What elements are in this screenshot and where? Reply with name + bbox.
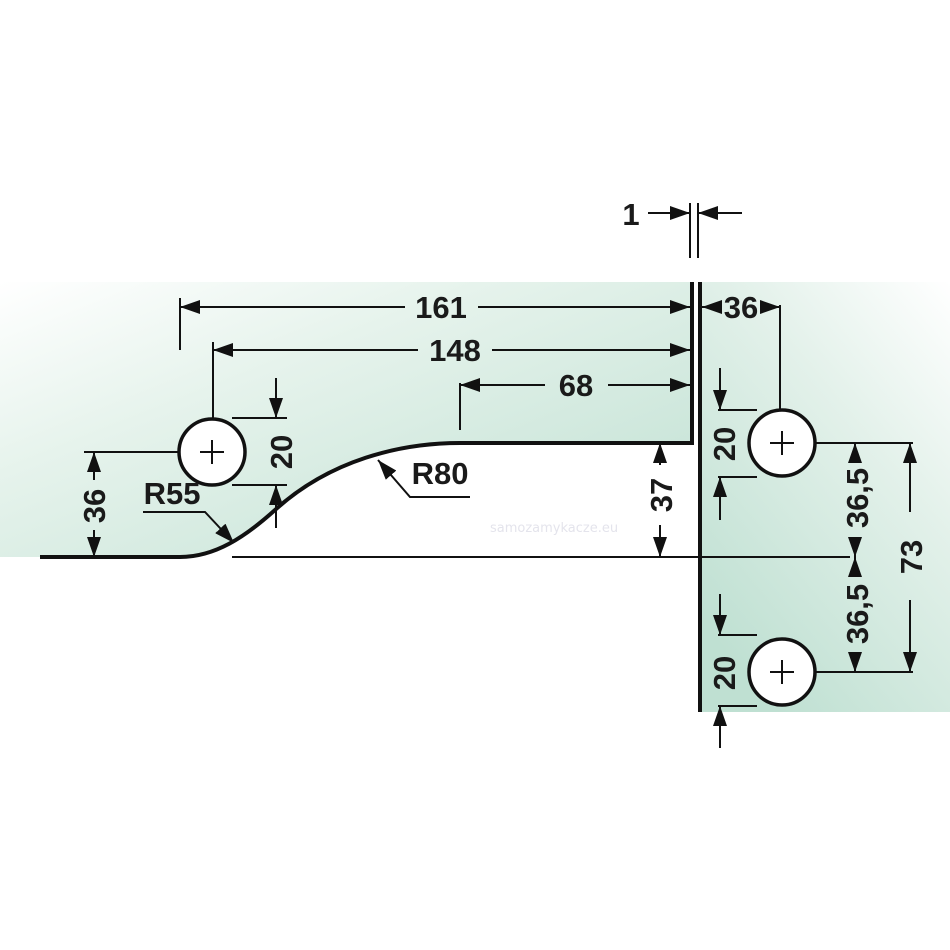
right-lower-hole-diameter-label: 20: [707, 656, 742, 690]
hole-spacing-label: 73: [894, 540, 929, 574]
right-hole-offset-label: 36: [724, 290, 758, 325]
right-upper-mounting-hole: [747, 408, 817, 478]
left-hole-height-label: 36: [77, 489, 112, 523]
radius-small-leader: [143, 511, 235, 544]
right-glass-panel: [700, 282, 950, 712]
radius-large-label: R80: [412, 456, 469, 491]
right-upper-hole-diameter-label: 20: [707, 427, 742, 461]
left-mounting-hole: [177, 417, 247, 487]
upper-half-spacing-label: 36,5: [840, 468, 875, 528]
flat-length-label: 68: [559, 368, 593, 403]
radius-large-leader: [377, 459, 470, 498]
gap-label: 1: [622, 197, 639, 232]
lower-half-spacing-label: 36,5: [840, 584, 875, 644]
step-height-label: 37: [644, 478, 679, 512]
hole-to-edge-label: 148: [429, 333, 481, 368]
left-hole-diameter-label: 20: [264, 435, 299, 469]
right-lower-mounting-hole: [747, 637, 817, 707]
hinge-profile-outline: [40, 282, 694, 559]
watermark: samozamykacze.eu: [490, 521, 618, 536]
radius-small-label: R55: [144, 476, 201, 511]
overall-length-label: 161: [415, 290, 467, 325]
